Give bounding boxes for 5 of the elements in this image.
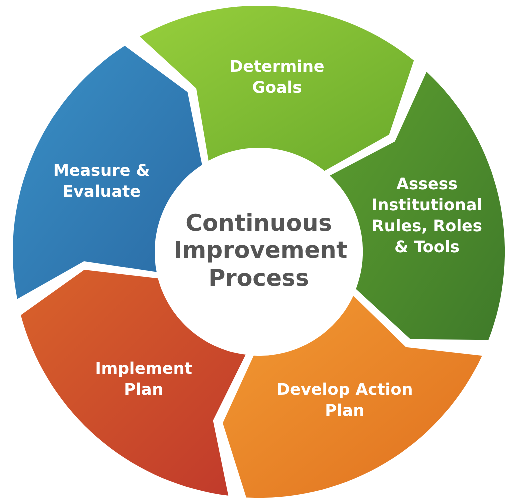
segment-label: Assess Institutional Rules, Roles & Tools <box>370 174 484 258</box>
segment-label: Develop Action Plan <box>276 380 414 422</box>
segment-label: Measure & Evaluate <box>52 161 152 203</box>
segment-label: Implement Plan <box>94 359 194 401</box>
segment-label: Determine Goals <box>228 57 326 99</box>
